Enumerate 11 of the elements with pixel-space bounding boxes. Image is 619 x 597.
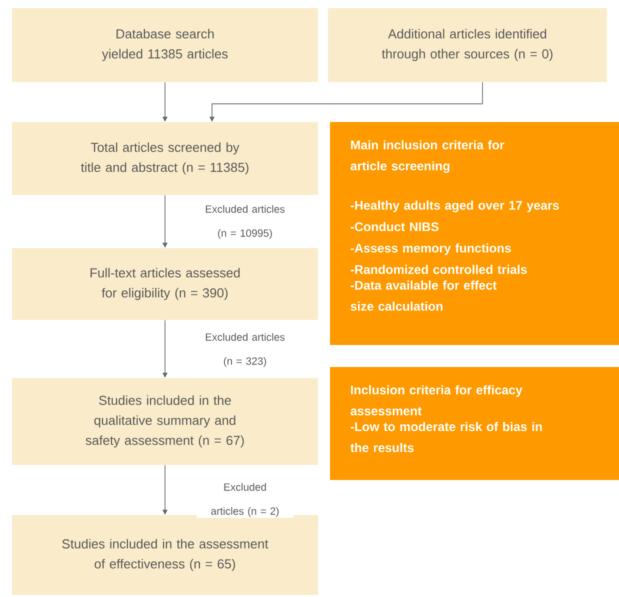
criteria-box: Main inclusion criteria for article screening -Healthy adults aged over 17 years -Conduct NIBS -Assess memory functions -Randomized controlled trials -Data available for effect size calculation	[330, 122, 619, 345]
edge-label: Excluded articles (n = 10995)	[196, 204, 294, 240]
edge-label: Excluded articles (n = 2)	[196, 482, 294, 518]
flow-box: Total articles screened by title and abstract (n = 11385)	[12, 122, 318, 195]
flow-box: Full-text articles assessed for eligibility (n = 390)	[12, 248, 318, 320]
flow-box: Studies included in the qualitative summary and safety assessment (n = 67)	[12, 378, 318, 465]
flow-box: Database search yielded 11385 articles	[12, 8, 318, 82]
flow-box: Additional articles identified through other sources (n = 0)	[328, 8, 607, 82]
criteria-box: Inclusion criteria for efficacy assessment -Low to moderate risk of bias in the results	[330, 367, 619, 480]
flow-box: Studies included in the assessment of effectiveness (n = 65)	[12, 515, 318, 595]
edge-label: Excluded articles (n = 323)	[196, 332, 294, 368]
